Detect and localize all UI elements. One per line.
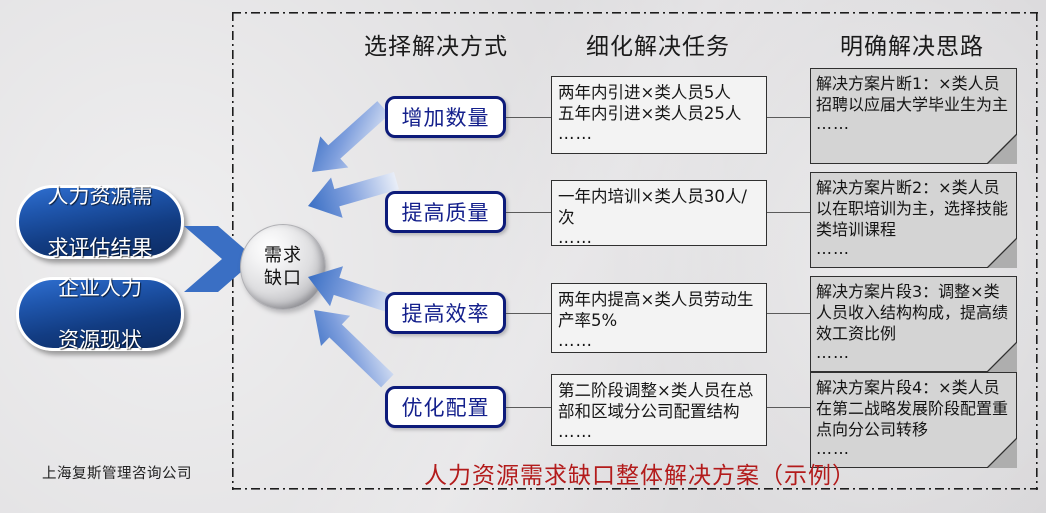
center-line-2: 缺口	[264, 268, 302, 289]
column-header-3: 明确解决思路	[840, 34, 984, 60]
connector-option-task-4	[506, 407, 552, 409]
folded-corner-icon	[987, 342, 1017, 372]
task-box-3[interactable]: 两年内提高×类人员劳动生 产率5% ……	[551, 283, 767, 353]
note-4-text: 解决方案片段4：×类人员在第二战略发展阶段配置重点向分公司转移	[816, 378, 1009, 439]
folded-corner-icon	[987, 438, 1017, 468]
solution-note-3[interactable]: 解决方案片段3：调整×类人员收入结构构成，提高绩效工资比例 ……	[810, 276, 1017, 372]
center-line-1: 需求	[264, 245, 302, 266]
arrow-to-center-1	[312, 101, 390, 172]
option-label-2: 提高质量	[401, 201, 490, 225]
solution-note-1[interactable]: 解决方案片断1：×类人员招聘以应届大学毕业生为主 ……	[810, 68, 1017, 164]
column-header-1: 选择解决方式	[364, 34, 508, 60]
task-box-1[interactable]: 两年内引进×类人员5人 五年内引进×类人员25人 ……	[551, 76, 767, 154]
note-3-text: 解决方案片段3：调整×类人员收入结构构成，提高绩效工资比例	[816, 282, 1009, 343]
capsule-1-line-1: 人力资源需	[47, 184, 153, 208]
input-capsule-demand-assessment[interactable]: 人力资源需 求评估结果	[16, 184, 184, 260]
capsule-1-line-2: 求评估结果	[47, 236, 153, 260]
note-1-text: 解决方案片断1：×类人员招聘以应届大学毕业生为主	[816, 74, 1009, 114]
task-2-line-2: 次	[558, 208, 575, 227]
connector-task-note-3	[767, 313, 811, 315]
option-label-4: 优化配置	[401, 396, 490, 420]
task-2-line-1: 一年内培训×类人员30人/	[558, 187, 747, 206]
task-4-line-2: 部和区域分公司配置结构	[558, 402, 740, 421]
column-header-2: 细化解决任务	[586, 34, 730, 60]
connector-option-task-2	[506, 212, 552, 214]
folded-corner-icon	[987, 238, 1017, 268]
arrow-to-center-2	[308, 171, 399, 218]
arrow-to-center-4	[314, 310, 394, 388]
task-3-line-2: 产率5%	[558, 311, 618, 330]
diagram-title: 人力资源需求缺口整体解决方案（示例）	[424, 463, 856, 489]
connector-task-note-4	[767, 407, 811, 409]
task-4-line-1: 第二阶段调整×类人员在总	[558, 381, 754, 400]
note-4-ellipsis: ……	[816, 439, 850, 458]
task-3-ellipsis: ……	[558, 331, 593, 350]
input-capsule-current-hr-status[interactable]: 企业人力 资源现状	[16, 276, 184, 352]
task-2-ellipsis: ……	[558, 228, 593, 247]
option-label-3: 提高效率	[401, 302, 490, 326]
connector-task-note-2	[767, 212, 811, 214]
task-4-ellipsis: ……	[558, 422, 593, 441]
option-box-increase-quantity[interactable]: 增加数量	[385, 96, 506, 138]
capsule-2-line-1: 企业人力	[58, 276, 142, 300]
arrow-to-center-3	[308, 266, 403, 316]
company-name: 上海复斯管理咨询公司	[42, 466, 192, 482]
task-1-line-2: 五年内引进×类人员25人	[558, 104, 742, 123]
note-3-ellipsis: ……	[816, 343, 850, 362]
folded-corner-icon	[987, 134, 1017, 164]
task-3-line-1: 两年内提高×类人员劳动生	[558, 290, 754, 309]
option-box-improve-quality[interactable]: 提高质量	[385, 191, 506, 233]
capsule-2-line-2: 资源现状	[58, 328, 142, 352]
connector-task-note-1	[767, 117, 811, 119]
task-box-2[interactable]: 一年内培训×类人员30人/ 次 ……	[551, 180, 767, 247]
task-box-4[interactable]: 第二阶段调整×类人员在总 部和区域分公司配置结构 ……	[551, 374, 767, 446]
option-box-improve-efficiency[interactable]: 提高效率	[385, 292, 506, 334]
option-box-optimize-allocation[interactable]: 优化配置	[385, 386, 506, 428]
solution-note-2[interactable]: 解决方案片断2：×类人员以在职培训为主，选择技能类培训课程 ……	[810, 172, 1017, 268]
converging-arrows-group	[308, 101, 403, 388]
task-1-line-1: 两年内引进×类人员5人	[558, 83, 731, 102]
note-2-ellipsis: ……	[816, 239, 850, 258]
solution-note-4[interactable]: 解决方案片段4：×类人员在第二战略发展阶段配置重点向分公司转移 ……	[810, 372, 1017, 468]
note-1-ellipsis: ……	[816, 114, 850, 133]
connector-option-task-3	[506, 313, 552, 315]
option-label-1: 增加数量	[401, 106, 490, 130]
task-1-ellipsis: ……	[558, 124, 593, 143]
connector-option-task-1	[506, 117, 552, 119]
note-2-text: 解决方案片断2：×类人员以在职培训为主，选择技能类培训课程	[816, 178, 1009, 239]
center-node-demand-gap[interactable]: 需求 缺口	[240, 224, 326, 310]
